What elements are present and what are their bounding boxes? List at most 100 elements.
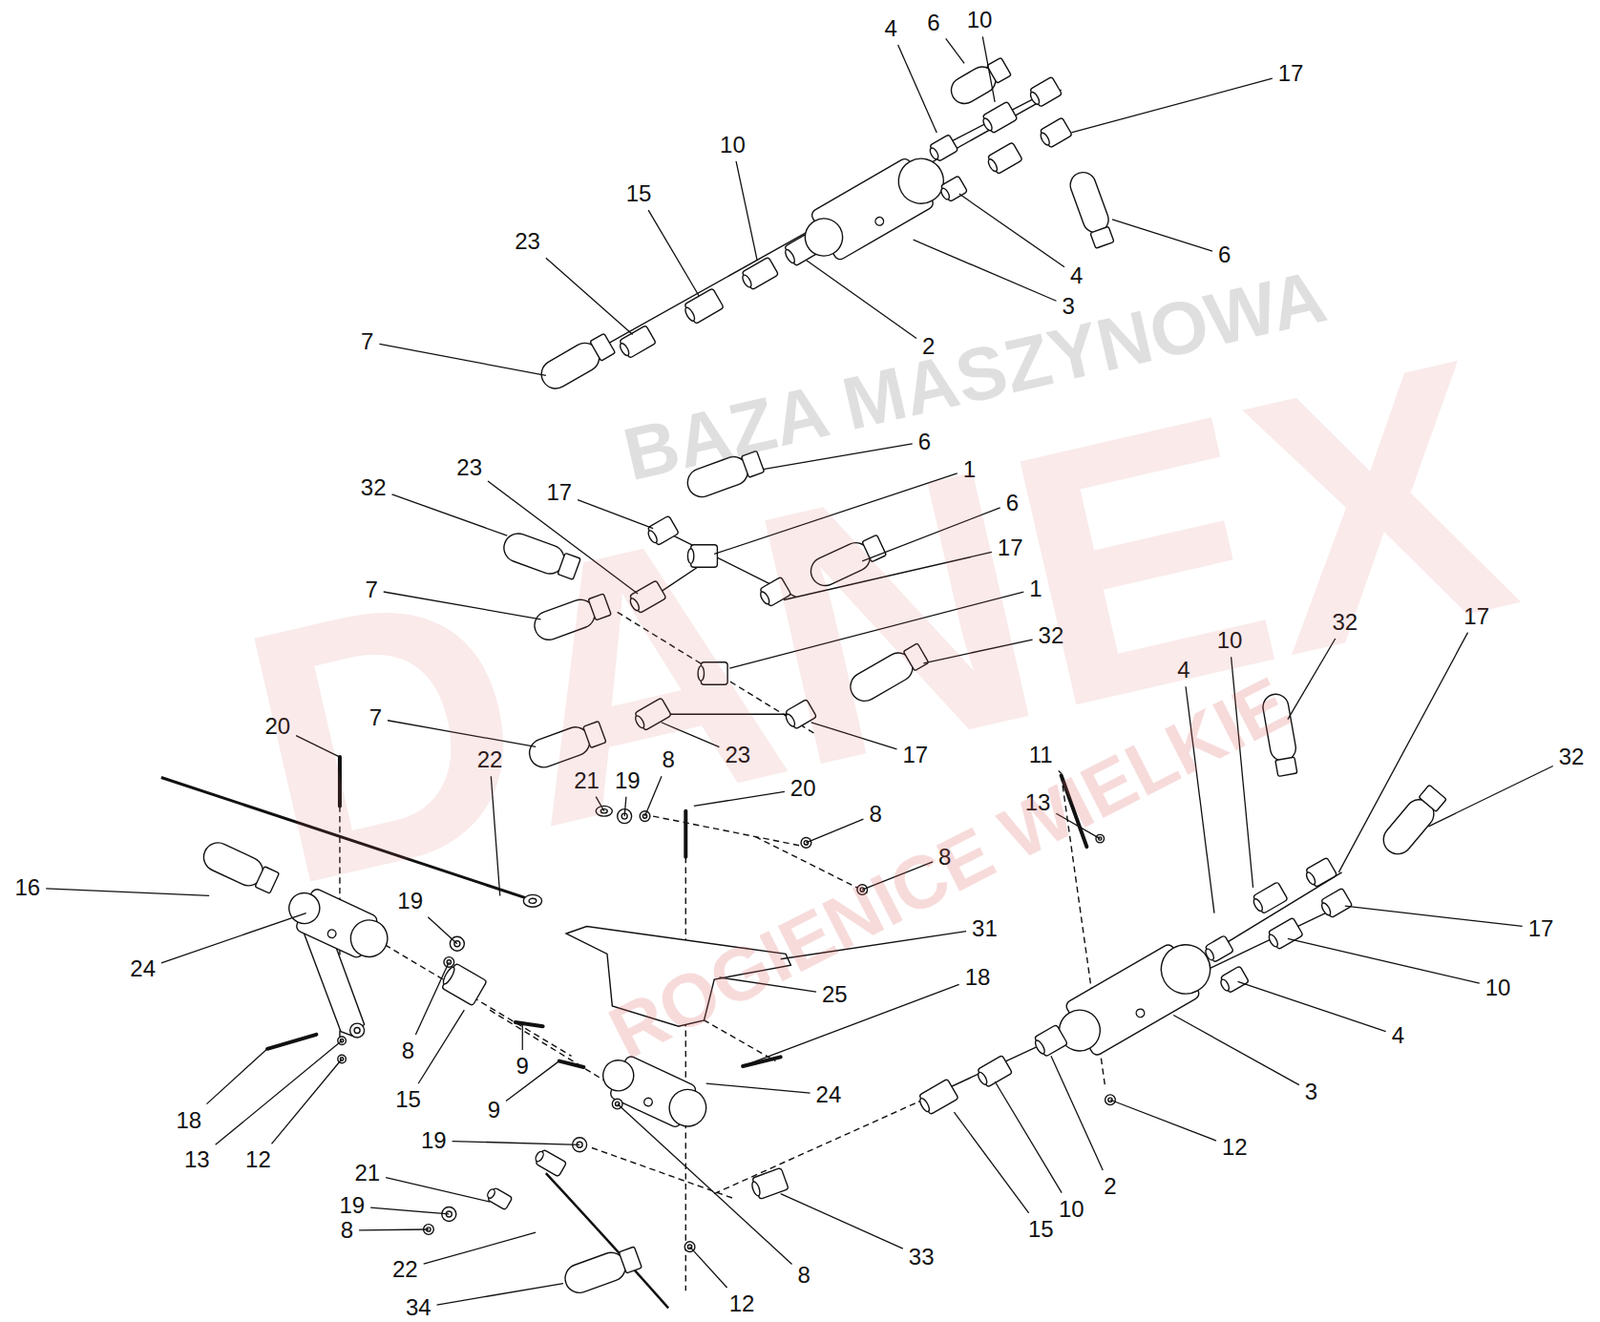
- callout-number: 13: [182, 1147, 212, 1173]
- fitting-symbol: [749, 1167, 789, 1200]
- leader-line: [946, 38, 965, 64]
- leader-line: [1071, 78, 1272, 133]
- callout-number: 17: [1276, 61, 1306, 86]
- callout-number: 33: [906, 1244, 937, 1270]
- fitting-symbol: [1218, 966, 1250, 995]
- leader-line: [736, 161, 758, 261]
- leader-line: [370, 1207, 449, 1215]
- callout-number: 2: [1101, 1174, 1118, 1200]
- leader-line: [45, 888, 210, 897]
- fitting-symbol: [616, 325, 656, 360]
- callout-number: 6: [1216, 242, 1233, 268]
- leader-line: [206, 1049, 268, 1105]
- fitting-symbol: [1265, 917, 1304, 951]
- fitting-symbol: [738, 256, 779, 292]
- callout-number: 19: [336, 1193, 367, 1219]
- leader-line: [358, 1228, 429, 1231]
- callout-number: 16: [13, 875, 43, 901]
- axis-line: [714, 1101, 919, 1194]
- bolt-symbol: [742, 1056, 781, 1067]
- callout-number: 4: [882, 16, 899, 42]
- fitting-symbol: [1318, 887, 1353, 920]
- leader-line: [1110, 1099, 1217, 1141]
- valve-symbol: [793, 146, 955, 272]
- callout-number: 22: [390, 1257, 421, 1283]
- fitting-symbol: [916, 1078, 959, 1116]
- leader-line: [418, 1010, 464, 1084]
- callout-number: 31: [969, 916, 1000, 942]
- fitting-symbol: [1303, 857, 1338, 889]
- leader-line: [546, 257, 633, 335]
- nut-symbol: [1105, 1094, 1116, 1106]
- callout-number: 3: [1303, 1079, 1320, 1105]
- leader-line: [690, 1246, 728, 1288]
- axis-line: [685, 816, 687, 1291]
- leader-line: [994, 1081, 1062, 1194]
- leader-line: [437, 1284, 564, 1306]
- leader-line: [385, 1178, 490, 1202]
- callout-number: 7: [358, 329, 376, 355]
- leader-line: [1287, 938, 1480, 984]
- callout-number: 8: [400, 1038, 417, 1064]
- nut-symbol: [443, 957, 455, 969]
- callout-number: 10: [717, 132, 748, 158]
- leader-line: [959, 193, 1065, 268]
- leader-line: [1238, 981, 1387, 1032]
- leader-line: [953, 1112, 1029, 1214]
- valve-symbol: [594, 1048, 715, 1137]
- leader-line: [452, 1141, 581, 1146]
- callout-number: 4: [1389, 1023, 1407, 1049]
- callout-number: 6: [925, 10, 942, 36]
- callout-number: 10: [1483, 975, 1514, 1001]
- leader-line: [898, 44, 938, 133]
- fitting-symbol: [926, 134, 959, 164]
- callout-number: 17: [1526, 916, 1557, 942]
- leader-line: [522, 1022, 524, 1051]
- leader-line: [215, 1040, 342, 1145]
- callout-number: 23: [454, 455, 485, 481]
- callout-number: 23: [512, 229, 543, 254]
- fitting-symbol: [681, 288, 724, 326]
- bolt-symbol: [559, 1061, 585, 1068]
- fitting-symbol: [974, 1055, 1012, 1090]
- leader-line: [1112, 219, 1213, 252]
- leader-lines: [45, 36, 1554, 1306]
- leader-line: [1428, 765, 1553, 826]
- leader-line: [780, 1194, 904, 1250]
- fitting-symbol: [979, 101, 1017, 135]
- callout-number: 32: [358, 475, 389, 501]
- callout-number: 10: [1056, 1197, 1087, 1222]
- leader-line: [1173, 1015, 1300, 1086]
- fitting-symbol: [484, 1186, 513, 1211]
- leader-line: [706, 1083, 811, 1094]
- nut-symbol: [350, 1023, 365, 1038]
- fitting-symbol: [1027, 76, 1063, 108]
- bolt-symbol: [515, 1022, 544, 1027]
- leader-line: [427, 917, 458, 945]
- leader-line: [982, 36, 995, 103]
- callout-number: 18: [173, 1108, 204, 1134]
- leader-line: [805, 260, 917, 339]
- hose-symbol: [536, 330, 617, 394]
- callout-number: 12: [1220, 1135, 1250, 1160]
- leader-line: [913, 239, 1057, 301]
- callout-number: 18: [963, 965, 993, 990]
- bolt-symbol: [267, 1034, 316, 1050]
- callout-number: 34: [403, 1295, 434, 1321]
- joint-line: [550, 89, 1061, 376]
- callout-number: 12: [727, 1291, 758, 1317]
- callout-number: 32: [1557, 744, 1587, 770]
- callout-number: 24: [814, 1082, 844, 1108]
- fitting-symbol: [1037, 117, 1074, 149]
- leader-line: [648, 210, 699, 296]
- leader-line: [617, 1104, 793, 1265]
- fitting-symbol: [985, 142, 1023, 176]
- callout-number: 9: [485, 1097, 503, 1123]
- callout-number: 10: [965, 7, 995, 33]
- nut-symbol: [523, 894, 542, 907]
- hose-symbol: [561, 1243, 644, 1298]
- callout-number: 15: [393, 1087, 423, 1113]
- fitting-symbol: [1031, 1024, 1069, 1058]
- callout-number: 17: [544, 480, 574, 506]
- leader-line: [415, 962, 449, 1035]
